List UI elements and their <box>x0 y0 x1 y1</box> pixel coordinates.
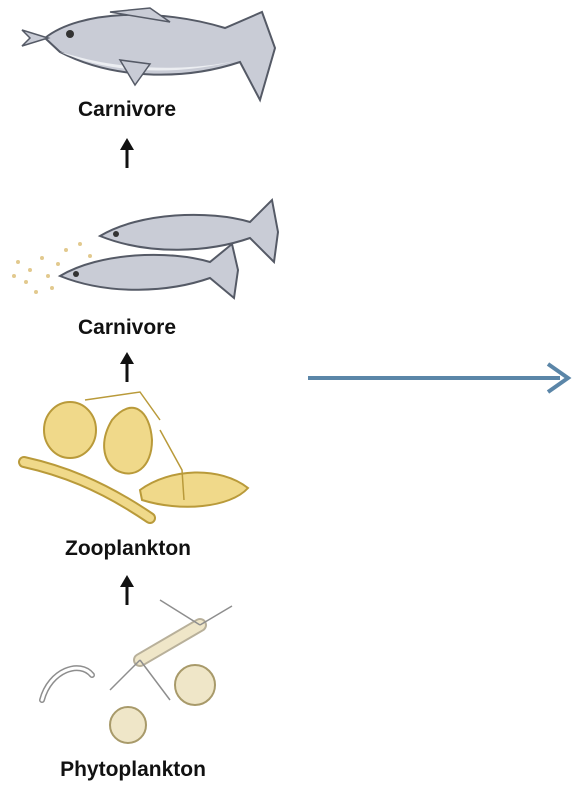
tuna-icon <box>22 8 275 100</box>
level-label-zooplankton: Zooplankton <box>46 537 210 561</box>
blue-arrow-icon <box>308 364 568 392</box>
zooplankton-icon <box>24 392 248 518</box>
level-label-carnivore-top: Carnivore <box>62 98 192 122</box>
small-fish-icon <box>12 200 278 298</box>
level-label-carnivore-second: Carnivore <box>62 316 192 340</box>
trophic-arrow-icon <box>120 138 134 168</box>
level-label-phytoplankton: Phytoplankton <box>38 758 228 782</box>
trophic-arrow-icon <box>120 575 134 605</box>
trophic-arrow-icon <box>120 352 134 382</box>
phytoplankton-icon <box>42 600 232 743</box>
